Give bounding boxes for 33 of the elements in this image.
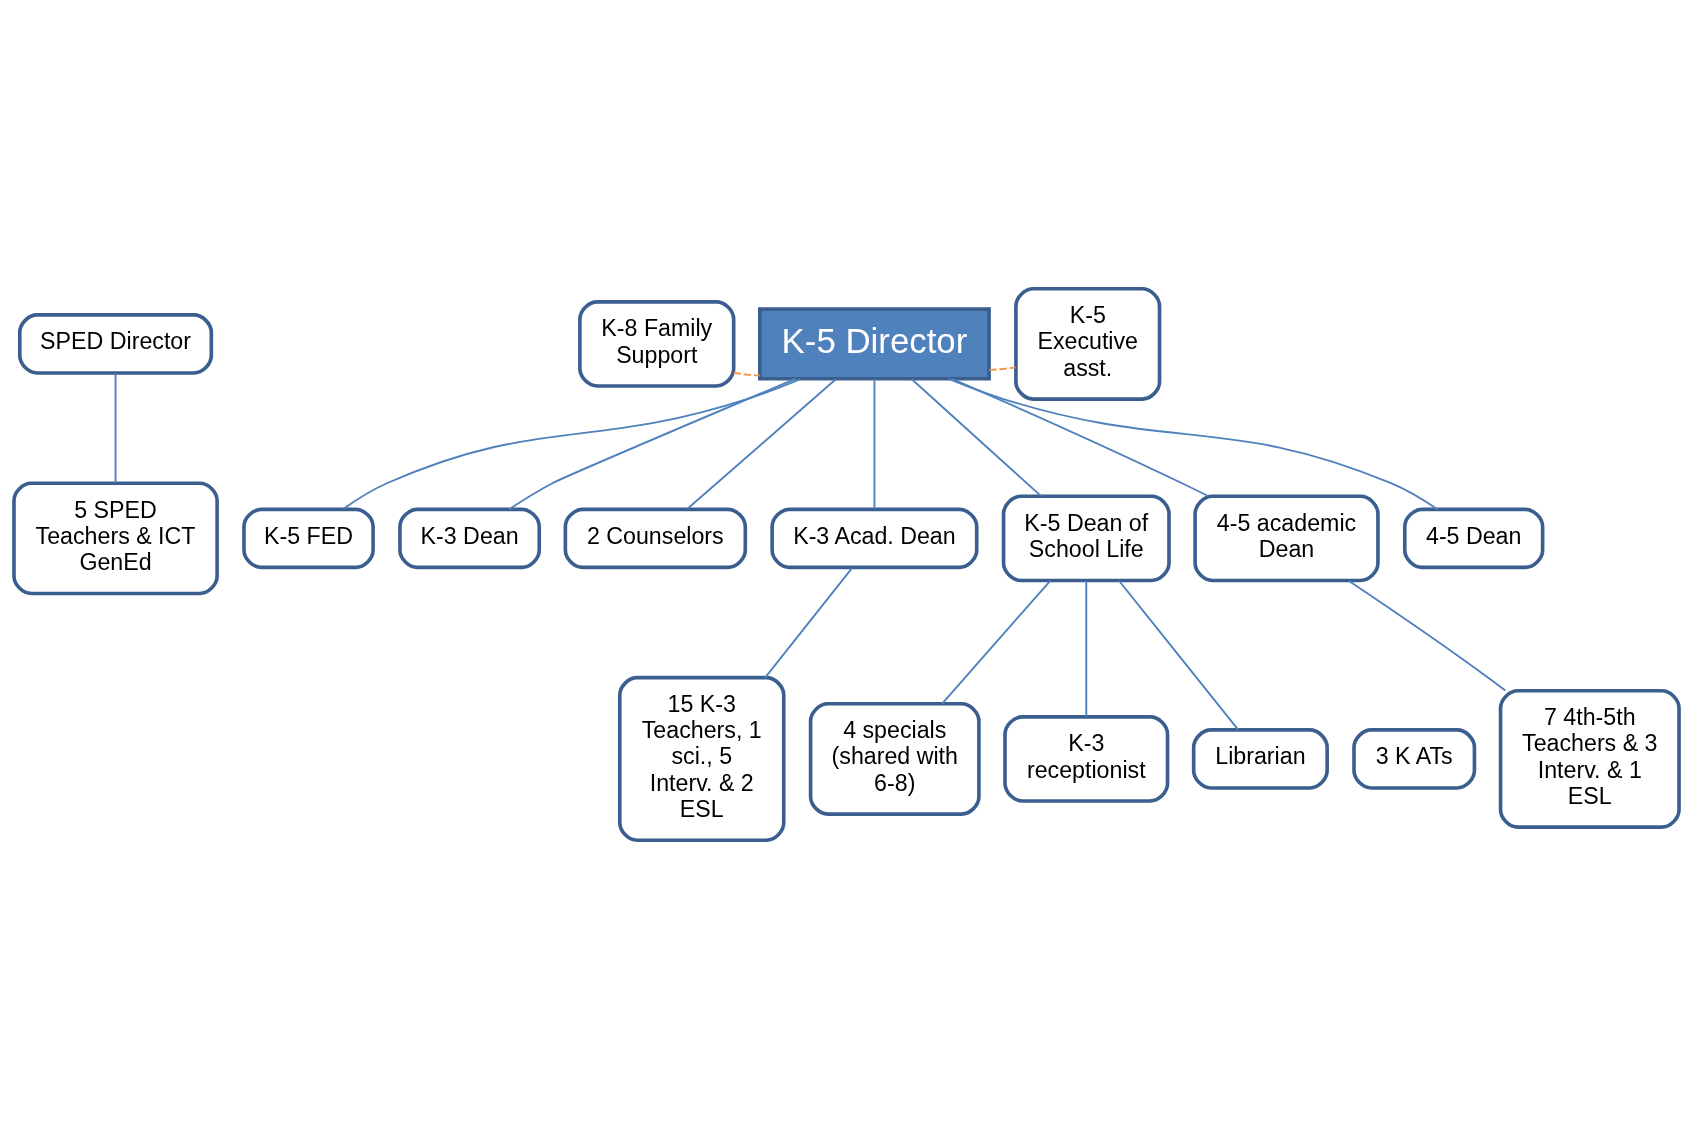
connector bbox=[114, 371, 117, 484]
node-box: 4-5 academic Dean bbox=[1193, 494, 1380, 582]
node-box: K-3 receptionist bbox=[1003, 714, 1170, 803]
connector bbox=[951, 377, 1209, 497]
connector bbox=[508, 377, 797, 510]
node-box: K-5 Director bbox=[758, 306, 991, 381]
node-box: 7 4th-5th Teachers & 3 Interv. & 1 ESL bbox=[1498, 688, 1681, 829]
connector bbox=[732, 371, 761, 376]
connector bbox=[1085, 579, 1088, 718]
node-box: K-5 FED bbox=[242, 507, 375, 569]
node-box: SPED Director bbox=[17, 312, 214, 375]
node-box: K-5 Executive asst. bbox=[1014, 286, 1162, 401]
connector bbox=[764, 566, 854, 679]
node-box: 15 K-3 Teachers, 1 sci., 5 Interv. & 2 ESL bbox=[617, 675, 786, 842]
connector bbox=[1118, 579, 1240, 731]
node-box: 3 K ATs bbox=[1352, 727, 1477, 790]
node-box: 4 specials (shared with 6-8) bbox=[808, 701, 981, 816]
node-box: 5 SPED Teachers & ICT GenEd bbox=[12, 480, 219, 595]
node-box: 4-5 Dean bbox=[1402, 507, 1545, 569]
connector bbox=[941, 579, 1052, 704]
node-box: 2 Counselors bbox=[563, 507, 748, 569]
connector bbox=[910, 377, 1043, 497]
connector bbox=[873, 377, 876, 510]
node-box: K-3 Acad. Dean bbox=[770, 507, 979, 569]
node-box: K-8 Family Support bbox=[578, 299, 736, 388]
node-box: K-3 Dean bbox=[398, 507, 542, 569]
connector bbox=[686, 377, 837, 510]
node-box: K-5 Dean of School Life bbox=[1001, 494, 1171, 582]
connector bbox=[947, 377, 1439, 510]
connector bbox=[988, 365, 1017, 371]
node-box: Librarian bbox=[1191, 727, 1329, 790]
connector bbox=[342, 377, 802, 510]
connector bbox=[1347, 579, 1507, 691]
